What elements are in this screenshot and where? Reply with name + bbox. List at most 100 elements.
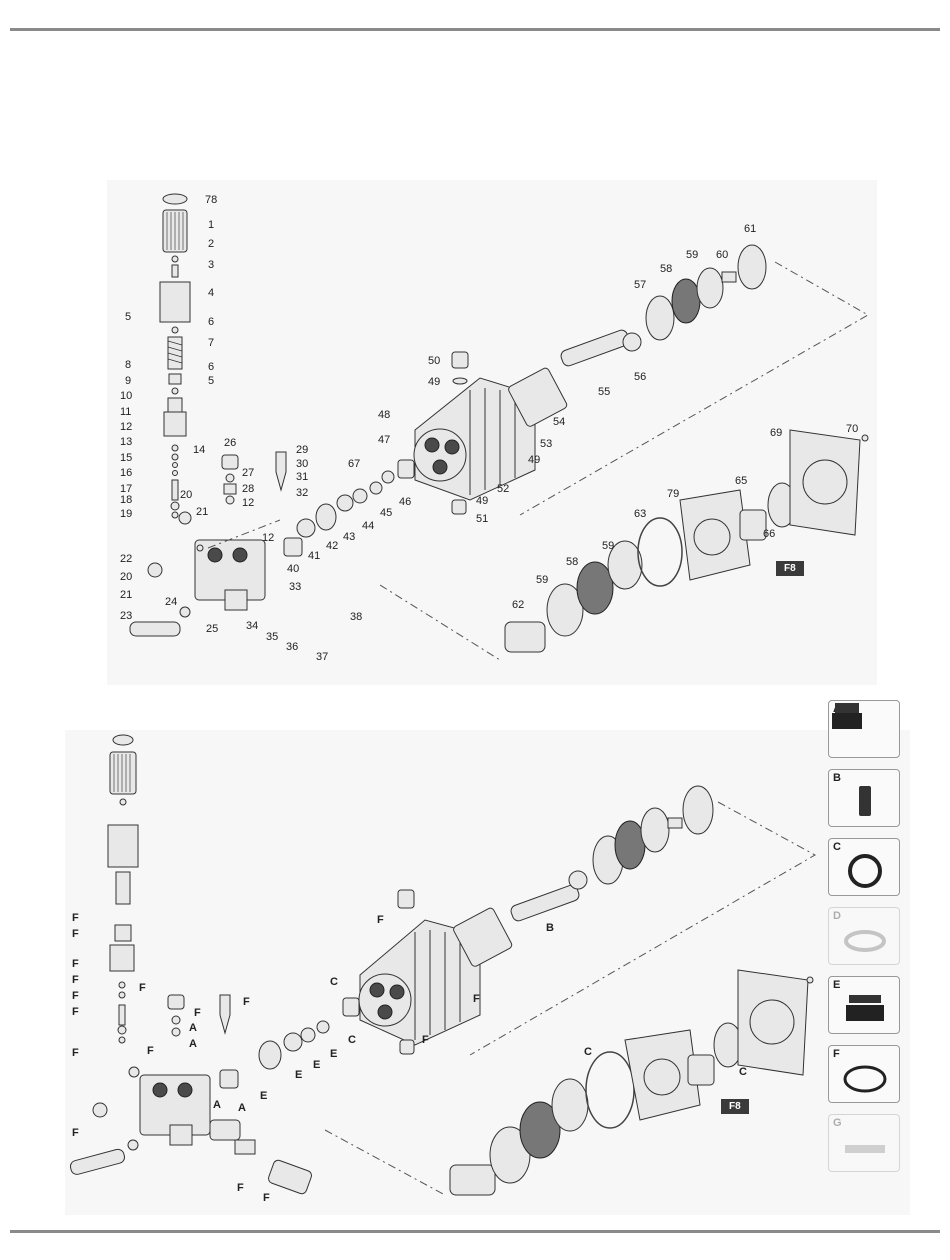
legend-item-e: E	[828, 976, 900, 1034]
callout: 59	[686, 249, 698, 261]
callout: 20	[120, 571, 132, 583]
letter-callout: F	[72, 958, 79, 970]
part-flange-61	[737, 244, 767, 290]
callout: 47	[378, 434, 390, 446]
letter-callout: F	[243, 996, 250, 1008]
letter-callout: A	[189, 1038, 197, 1050]
callout: 32	[296, 487, 308, 499]
callout: 8	[125, 359, 131, 371]
callout: 55	[598, 386, 610, 398]
callout: 38	[350, 611, 362, 623]
letter-callout: E	[330, 1048, 337, 1060]
lower-exploded-view	[69, 734, 817, 1196]
callout: 60	[716, 249, 728, 261]
letter-callout: F	[72, 1047, 79, 1059]
letter-callout: C	[348, 1034, 356, 1046]
letter-callout: A	[189, 1022, 197, 1034]
legend-item-a: A	[828, 700, 900, 758]
letter-callout: F	[72, 1006, 79, 1018]
callout: 5	[208, 375, 214, 387]
callout: 59	[602, 540, 614, 552]
lower-letter-callouts: F F F F F F F F F F F F A A A A E E E E …	[72, 912, 747, 1204]
letter-callout: F	[377, 914, 384, 926]
callout: 4	[208, 287, 214, 299]
callout: 22	[120, 553, 132, 565]
letter-callout: E	[295, 1069, 302, 1081]
callout: 13	[120, 436, 132, 448]
legend-item-f: F	[828, 1045, 900, 1103]
page-badge-lower: F8	[721, 1099, 749, 1114]
callout: 62	[512, 599, 524, 611]
callout: 48	[378, 409, 390, 421]
letter-callout: F	[72, 912, 79, 924]
callout: 34	[246, 620, 258, 632]
callout: 43	[343, 531, 355, 543]
callout: 29	[296, 444, 308, 456]
callout: 18	[120, 494, 132, 506]
callout: 26	[224, 437, 236, 449]
callout: 36	[286, 641, 298, 653]
letter-callout: C	[584, 1046, 592, 1058]
callout: 49	[528, 454, 540, 466]
plunger-icon	[859, 786, 871, 816]
letter-callout: C	[739, 1066, 747, 1078]
callout: 44	[362, 520, 374, 532]
legend-item-b: B	[828, 769, 900, 827]
callout: 50	[428, 355, 440, 367]
letter-callout: F	[194, 1007, 201, 1019]
callout: 24	[165, 596, 177, 608]
letter-callout: A	[238, 1102, 246, 1114]
callout: 1	[208, 219, 214, 231]
callout: 51	[476, 513, 488, 525]
callout: 14	[193, 444, 205, 456]
callout: 65	[735, 475, 747, 487]
callout: 28	[242, 483, 254, 495]
callout: 45	[380, 507, 392, 519]
letter-callout: F	[139, 982, 146, 994]
part-spring-54	[508, 367, 568, 427]
upper-callouts: 78 1 2 3 4 5 6 7 8 6 9 5 10 11 12 13 14 …	[120, 194, 858, 663]
part-62	[504, 621, 546, 653]
part-check-valve	[275, 451, 287, 492]
o-ring-icon	[843, 1065, 887, 1093]
callout: 15	[120, 452, 132, 464]
callout: 21	[120, 589, 132, 601]
legend-item-d: D	[828, 907, 900, 965]
legend-letter: E	[833, 979, 841, 991]
callout: 12	[120, 421, 132, 433]
legend-item-c: C	[828, 838, 900, 896]
callout: 16	[120, 467, 132, 479]
valve-seat-icon	[832, 703, 862, 729]
letter-callout: F	[72, 928, 79, 940]
letter-callout: F	[422, 1034, 429, 1046]
callout: 56	[634, 371, 646, 383]
callout: 23	[120, 610, 132, 622]
letter-callout: F	[72, 990, 79, 1002]
letter-callout: F	[473, 993, 480, 1005]
letter-callout: F	[237, 1182, 244, 1194]
letter-callout: E	[260, 1090, 267, 1102]
upper-exploded-view	[129, 193, 870, 661]
part-shaft	[560, 329, 630, 367]
callout: 6	[208, 361, 214, 373]
callout: 63	[634, 508, 646, 520]
label-icon	[845, 1145, 885, 1153]
callout: 35	[266, 631, 278, 643]
callout: 49	[476, 495, 488, 507]
packing-icon	[846, 995, 884, 1021]
letter-callout: C	[330, 976, 338, 988]
callout: 19	[120, 508, 132, 520]
callout: 27	[242, 467, 254, 479]
letter-callout: F	[263, 1192, 270, 1204]
top-rule	[10, 28, 940, 31]
callout: 21	[196, 506, 208, 518]
legend-letter: G	[833, 1117, 842, 1129]
letter-callout: B	[546, 922, 554, 934]
callout: 58	[566, 556, 578, 568]
callout: 42	[326, 540, 338, 552]
callout: 25	[206, 623, 218, 635]
callout: 12	[242, 497, 254, 509]
callout: 12	[262, 532, 274, 544]
callout: 53	[540, 438, 552, 450]
